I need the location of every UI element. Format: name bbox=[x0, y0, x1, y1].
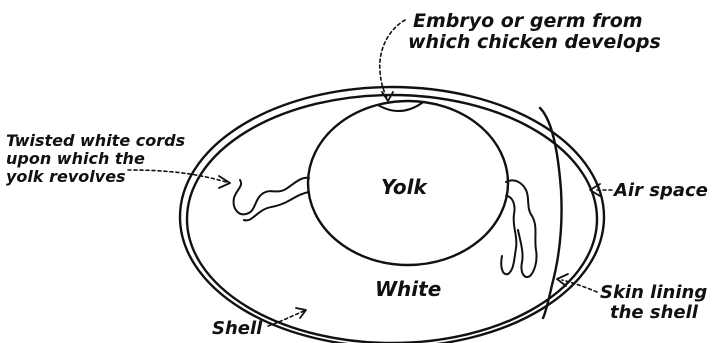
label-cords-line1: Twisted white cords bbox=[6, 131, 185, 150]
label-embryo-line2: which chicken develops bbox=[408, 31, 661, 53]
arrow-shell bbox=[268, 311, 304, 326]
arrowhead-embryo bbox=[382, 92, 393, 101]
label-embryo-line1: Embryo or germ from bbox=[413, 10, 643, 32]
label-skin-line2: the shell bbox=[610, 302, 699, 323]
label-yolk: Yolk bbox=[381, 175, 429, 199]
label-white: White bbox=[375, 277, 441, 301]
label-cords-line3: yolk revolves bbox=[6, 167, 126, 186]
label-air-space: Air space bbox=[612, 180, 708, 201]
arrow-cords bbox=[128, 170, 226, 182]
label-skin-line1: Skin lining bbox=[600, 282, 707, 303]
shell-outline-inner bbox=[187, 95, 597, 343]
label-cords-line2: upon which the bbox=[6, 149, 145, 168]
chalaza-right bbox=[506, 180, 537, 277]
label-shell: Shell bbox=[212, 318, 263, 339]
